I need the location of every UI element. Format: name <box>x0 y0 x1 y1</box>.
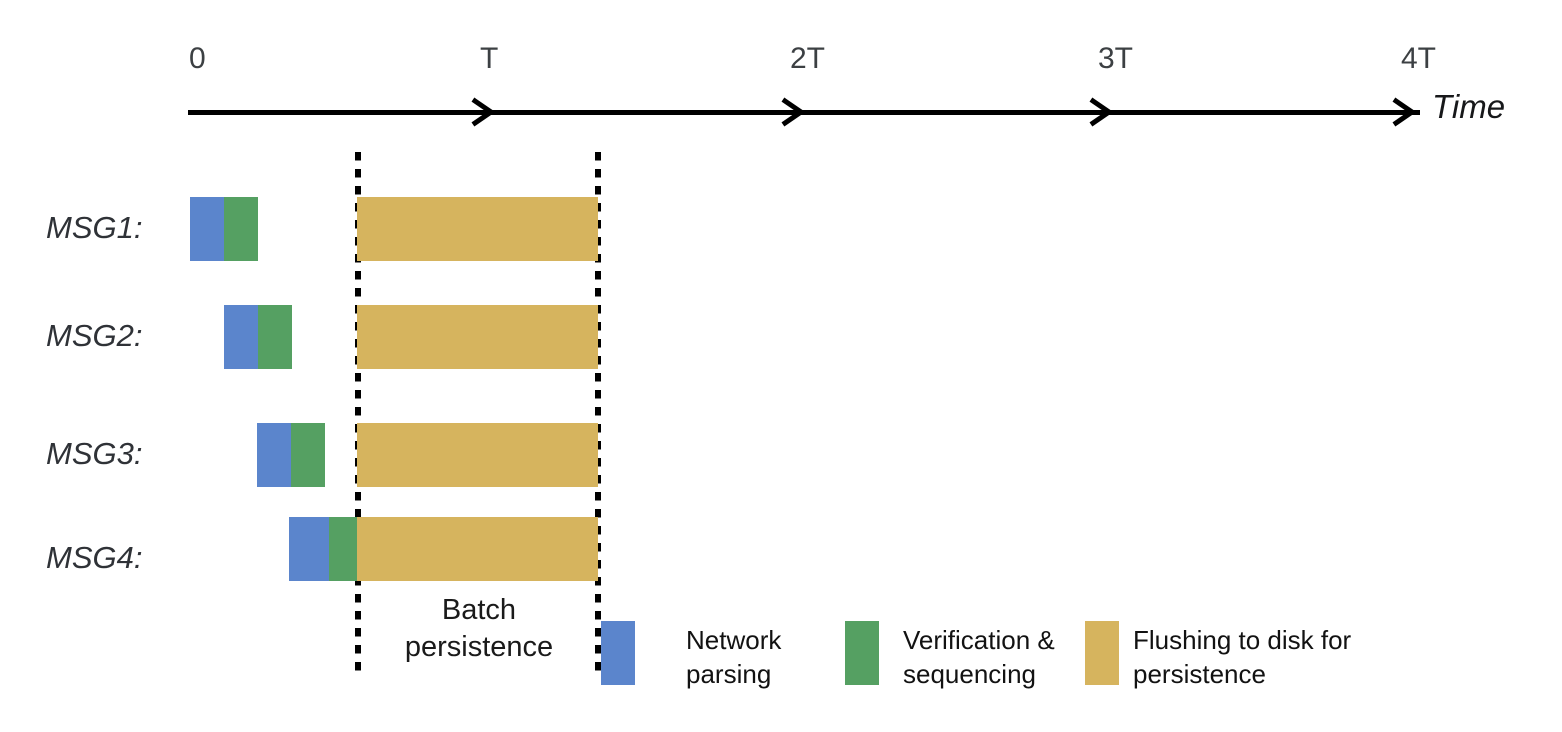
bar-segment-flushing-to-disk-msg4 <box>357 517 598 581</box>
bar-segment-verification-sequencing-msg3 <box>291 423 325 487</box>
legend-label-verification-sequencing: Verification & sequencing <box>903 625 1055 689</box>
row-label-msg1: MSG1: <box>46 210 143 245</box>
row-label-msg3: MSG3: <box>46 436 143 471</box>
axis-tick-label-4: 4T <box>1401 42 1437 75</box>
legend-swatch-network-parsing <box>601 621 635 685</box>
bar-segment-network-parsing-msg4 <box>289 517 329 581</box>
legend-label-flushing-to-disk: Flushing to disk for persistence <box>1133 625 1352 689</box>
bar-segment-network-parsing-msg3 <box>257 423 291 487</box>
axis-chevron-icon-1 <box>471 97 497 127</box>
batch-persistence-caption: Batch persistence <box>404 594 554 664</box>
row-label-msg4: MSG4: <box>46 540 143 575</box>
legend-swatch-flushing-to-disk <box>1085 621 1119 685</box>
bar-segment-verification-sequencing-msg1 <box>224 197 258 261</box>
legend-label-network-parsing: Network parsing <box>686 625 782 689</box>
dotted-boundary-right <box>595 152 601 676</box>
bar-segment-verification-sequencing-msg2 <box>258 305 292 369</box>
axis-chevron-icon-2 <box>781 97 807 127</box>
axis-chevron-icon-4 <box>1392 97 1418 127</box>
bar-segment-network-parsing-msg2 <box>224 305 258 369</box>
axis-tick-label-2: 2T <box>790 42 826 75</box>
bar-segment-verification-sequencing-msg4 <box>329 517 357 581</box>
bar-segment-flushing-to-disk-msg3 <box>357 423 598 487</box>
axis-tick-label-3: 3T <box>1098 42 1134 75</box>
bar-segment-network-parsing-msg1 <box>190 197 224 261</box>
axis-tick-label-0: 0 <box>189 42 206 75</box>
row-label-msg2: MSG2: <box>46 318 143 353</box>
axis-tick-label-1: T <box>480 42 499 75</box>
dotted-boundary-left <box>355 152 361 676</box>
bar-segment-flushing-to-disk-msg2 <box>357 305 598 369</box>
axis-chevron-icon-3 <box>1089 97 1115 127</box>
axis-caption-time: Time <box>1432 88 1506 125</box>
legend-swatch-verification-sequencing <box>845 621 879 685</box>
bar-segment-flushing-to-disk-msg1 <box>357 197 598 261</box>
